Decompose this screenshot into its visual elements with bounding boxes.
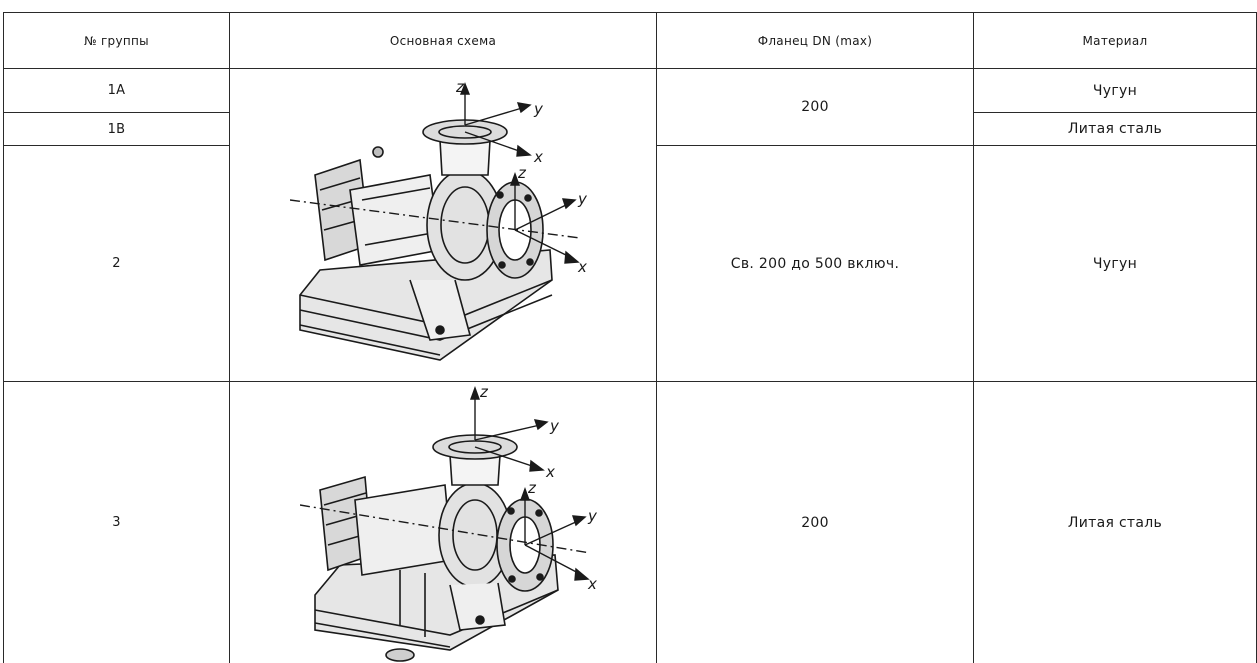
group-cell-1a: 1A <box>107 83 126 98</box>
header-divider <box>3 68 1257 69</box>
axis-label-y: y <box>533 100 544 118</box>
flange-cell-group2: Св. 200 до 500 включ. <box>730 255 900 272</box>
header-flange-dn: Фланец DN (max) <box>757 33 873 48</box>
axis-label-x-top: x <box>545 463 555 481</box>
row-divider-1b-2-right <box>656 145 1257 146</box>
axis-label-x-discharge: x <box>577 258 587 276</box>
header-material: Материал <box>1082 33 1148 48</box>
axis-label-z-discharge: z <box>517 164 527 182</box>
material-cell-3: Литая сталь <box>1067 514 1163 531</box>
pump-scheme-drawing-2: z y x z y x <box>300 385 600 663</box>
col-divider-1 <box>229 12 230 663</box>
axis-label-z-side: z <box>527 479 537 497</box>
flange-cell-group3: 200 <box>801 514 829 531</box>
header-group-number: № группы <box>84 33 149 48</box>
axis-label-y-discharge: y <box>577 190 588 208</box>
group-cell-2: 2 <box>112 256 121 271</box>
group-cell-1b: 1B <box>107 121 126 137</box>
row-divider-2-3 <box>3 381 1257 382</box>
row-divider-1b-2 <box>3 145 229 146</box>
material-cell-1b: Литая сталь <box>1067 121 1163 137</box>
axis-label-y-side: y <box>587 507 598 525</box>
row-divider-1a-1b-material <box>973 112 1257 113</box>
pump-illustration-1: z y x z y x <box>290 80 588 361</box>
pump-illustration-2: z y x z y x <box>300 385 598 662</box>
row-divider-1a-1b <box>3 112 229 113</box>
group-cell-3: 3 <box>112 515 121 530</box>
table-border-top <box>3 12 1257 13</box>
axis-label-y-top: y <box>549 417 560 435</box>
table-border-left <box>3 12 4 663</box>
axis-label-x-side: x <box>587 575 597 593</box>
axis-label-x: x <box>533 148 543 166</box>
axis-label-z-top: z <box>479 385 489 401</box>
col-divider-2 <box>656 12 657 663</box>
material-cell-2: Чугун <box>1092 255 1138 272</box>
col-divider-3 <box>973 12 974 663</box>
axis-label-z: z <box>455 80 465 96</box>
header-basic-scheme: Основная схема <box>389 33 497 48</box>
material-cell-1a: Чугун <box>1092 82 1138 99</box>
pump-scheme-drawing-1: z y x z y x <box>290 80 590 380</box>
flange-cell-group1: 200 <box>801 99 829 115</box>
